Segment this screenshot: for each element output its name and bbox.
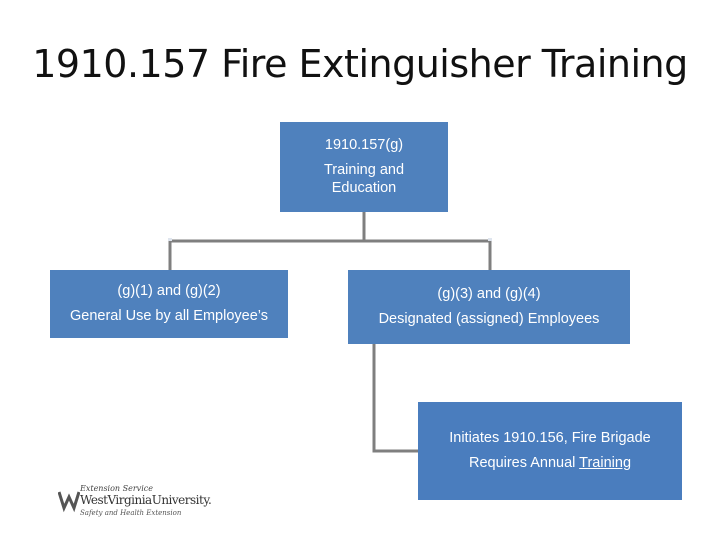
designated-node-label: Designated (assigned) Employees [378, 311, 600, 327]
root-node-box[interactable]: 1910.157(g) Training and Education [280, 122, 448, 212]
fire-brigade-node-line2: Requires Annual Training [469, 454, 631, 473]
root-node-code: 1910.157(g) [324, 136, 404, 153]
general-use-node-box[interactable]: (g)(1) and (g)(2) General Use by all Emp… [50, 270, 288, 338]
fire-brigade-node-line2-text: Requires Annual [468, 455, 580, 471]
wv-flying-wv-logo-icon [58, 491, 80, 513]
logo-line-extension: Extension Service [80, 484, 153, 493]
logo-line-university: WestVirginiaUniversity. [80, 493, 212, 507]
root-node-label: Training and Education [323, 161, 405, 197]
wvu-extension-logo: Extension Service WestVirginiaUniversity… [58, 484, 212, 524]
fire-brigade-node-line1: Initiates 1910.156, Fire Brigade [449, 430, 651, 447]
connector-to-brigade [372, 344, 418, 453]
fire-brigade-node-box[interactable]: Initiates 1910.156, Fire Brigade Require… [418, 402, 682, 500]
training-link[interactable]: Training [579, 455, 632, 471]
designated-node-box[interactable]: (g)(3) and (g)(4) Designated (assigned) … [348, 270, 630, 344]
general-use-node-code: (g)(1) and (g)(2) [117, 283, 221, 300]
page-title: 1910.157 Fire Extinguisher Training [32, 42, 688, 86]
logo-line-safety: Safety and Health Extension [80, 509, 182, 517]
designated-node-code: (g)(3) and (g)(4) [437, 286, 541, 303]
general-use-node-label: General Use by all Employee’s [70, 308, 268, 324]
